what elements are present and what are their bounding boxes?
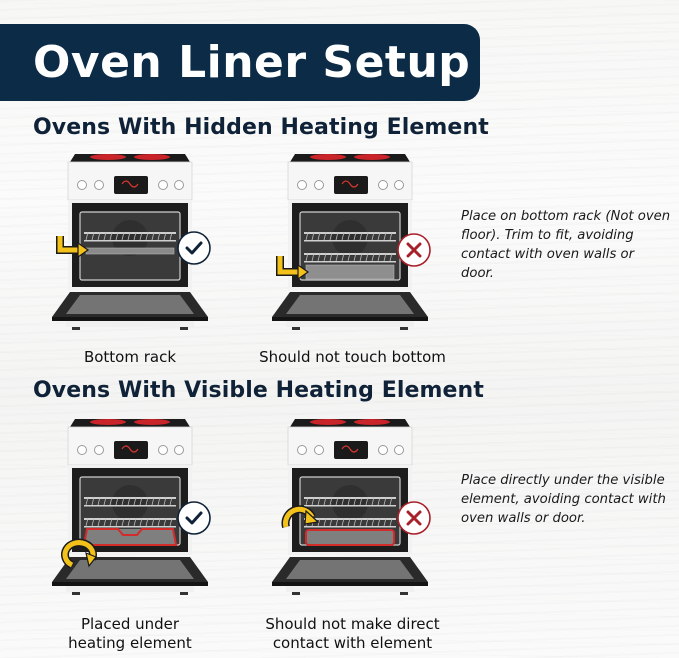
- caption-line: contact with element: [272, 634, 433, 652]
- caption-under-element: Placed under heating element: [30, 615, 230, 653]
- oven-illustration-direct-contact: [271, 418, 431, 596]
- section-title-visible: Ovens With Visible Heating Element: [33, 378, 484, 403]
- x-mark-icon: [397, 233, 431, 267]
- title-banner: Oven Liner Setup: [0, 24, 480, 101]
- caption-line: Placed under: [80, 615, 180, 633]
- caption-line: heating element: [68, 634, 192, 652]
- oven-illustration-under-element: [51, 418, 211, 596]
- oven-illustration-bottom-rack: [51, 153, 211, 331]
- checkmark-icon: [177, 231, 211, 265]
- caption-direct-contact: Should not make direct contact with elem…: [240, 615, 465, 653]
- curved-arrow-icon: [281, 505, 320, 529]
- elbow-arrow-icon: [56, 236, 90, 259]
- page-title: Oven Liner Setup: [33, 37, 471, 88]
- oven-illustration-touch-bottom: [271, 153, 431, 331]
- elbow-arrow-icon: [276, 256, 310, 281]
- section-title-hidden: Ovens With Hidden Heating Element: [33, 115, 489, 140]
- curved-arrow-icon: [61, 538, 97, 569]
- caption-touch-bottom: Should not touch bottom: [259, 348, 446, 366]
- checkmark-icon: [177, 501, 211, 535]
- instruction-note-hidden: Place on bottom rack (Not oven floor). T…: [461, 209, 671, 281]
- caption-bottom-rack: Bottom rack: [83, 348, 177, 366]
- instruction-note-visible: Place directly under the visible element…: [461, 473, 666, 526]
- caption-line: Should not make direct: [265, 615, 440, 633]
- x-mark-icon: [397, 501, 431, 535]
